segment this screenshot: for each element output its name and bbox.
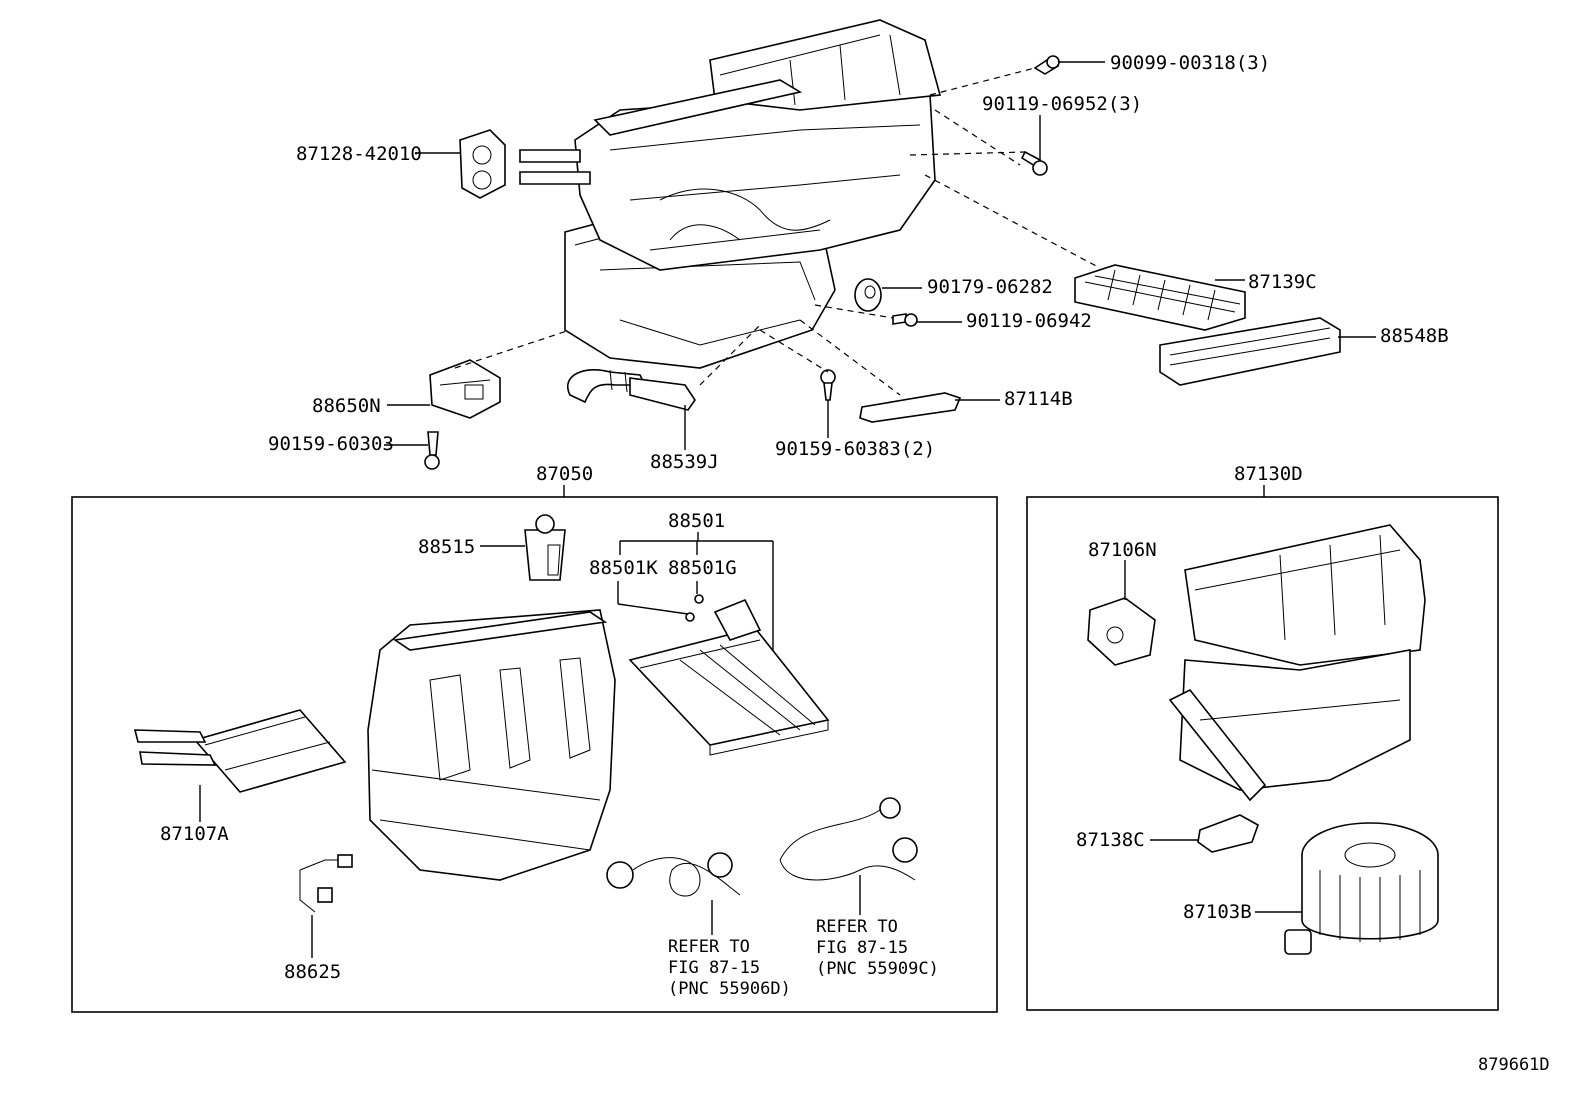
refer-right-line1: REFER TO: [816, 917, 898, 937]
refer-right-line3: (PNC 55909C): [816, 959, 939, 979]
label-90099: 90099-00318(3): [1110, 52, 1270, 74]
actuator-88650n: [429, 359, 501, 419]
heater-core-87107a: [133, 709, 347, 793]
grommet-90179: [854, 278, 882, 312]
box-87130d: [1026, 496, 1499, 1011]
label-87138c: 87138C: [1076, 829, 1145, 851]
resistor-87138c: [1197, 814, 1259, 853]
label-87114b: 87114B: [1004, 388, 1073, 410]
cover-88548b: [1159, 317, 1341, 386]
screw-90159-60303: [424, 431, 440, 470]
refer-left-line2: FIG 87-15: [668, 958, 760, 978]
refer-left-line3: (PNC 55906D): [668, 979, 791, 999]
label-90159a: 90159-60303: [268, 433, 394, 455]
label-90119a: 90119-06952(3): [982, 93, 1142, 115]
label-87128: 87128-42010: [296, 143, 422, 165]
main-hvac-assembly: [519, 19, 942, 369]
label-88548b: 88548B: [1380, 325, 1449, 347]
wire-harness-right: [779, 797, 918, 881]
screw-90119-06942: [892, 313, 918, 327]
screw-90159-60383: [820, 369, 836, 401]
label-87103b: 87103B: [1183, 901, 1252, 923]
figure-id: 879661D: [1478, 1055, 1550, 1075]
label-88515: 88515: [418, 536, 475, 558]
label-88650n: 88650N: [312, 395, 381, 417]
hose-88539j: [567, 368, 696, 411]
label-87130d: 87130D: [1234, 463, 1303, 485]
filter-87139c: [1074, 264, 1246, 331]
label-88501k: 88501K: [589, 557, 658, 579]
case-assembly-87050: [367, 609, 616, 881]
box-87050: [71, 496, 998, 1013]
screw-90119-06952: [1020, 150, 1048, 176]
label-87106n: 87106N: [1088, 539, 1157, 561]
label-90159b: 90159-60383(2): [775, 438, 935, 460]
blower-case-87130d: [1168, 524, 1426, 802]
actuator-87106n: [1087, 597, 1156, 666]
label-87050: 87050: [536, 463, 593, 485]
gasket-87128: [459, 129, 506, 199]
evaporator-88501: [628, 598, 830, 756]
label-88501g: 88501G: [668, 557, 737, 579]
wire-harness-left: [606, 852, 741, 897]
label-87107a: 87107A: [160, 823, 229, 845]
label-88625: 88625: [284, 961, 341, 983]
label-88539j: 88539J: [650, 451, 719, 473]
valve-88515: [524, 514, 566, 581]
blower-motor-87103b: [1284, 822, 1439, 955]
refer-left-line1: REFER TO: [668, 937, 750, 957]
refer-right-line2: FIG 87-15: [816, 938, 908, 958]
cover-87114b: [859, 392, 962, 423]
screw-90099: [1033, 55, 1060, 75]
label-88501: 88501: [668, 510, 725, 532]
label-90179: 90179-06282: [927, 276, 1053, 298]
sensor-88625: [299, 854, 353, 913]
label-90119b: 90119-06942: [966, 310, 1092, 332]
label-87139c: 87139C: [1248, 271, 1317, 293]
